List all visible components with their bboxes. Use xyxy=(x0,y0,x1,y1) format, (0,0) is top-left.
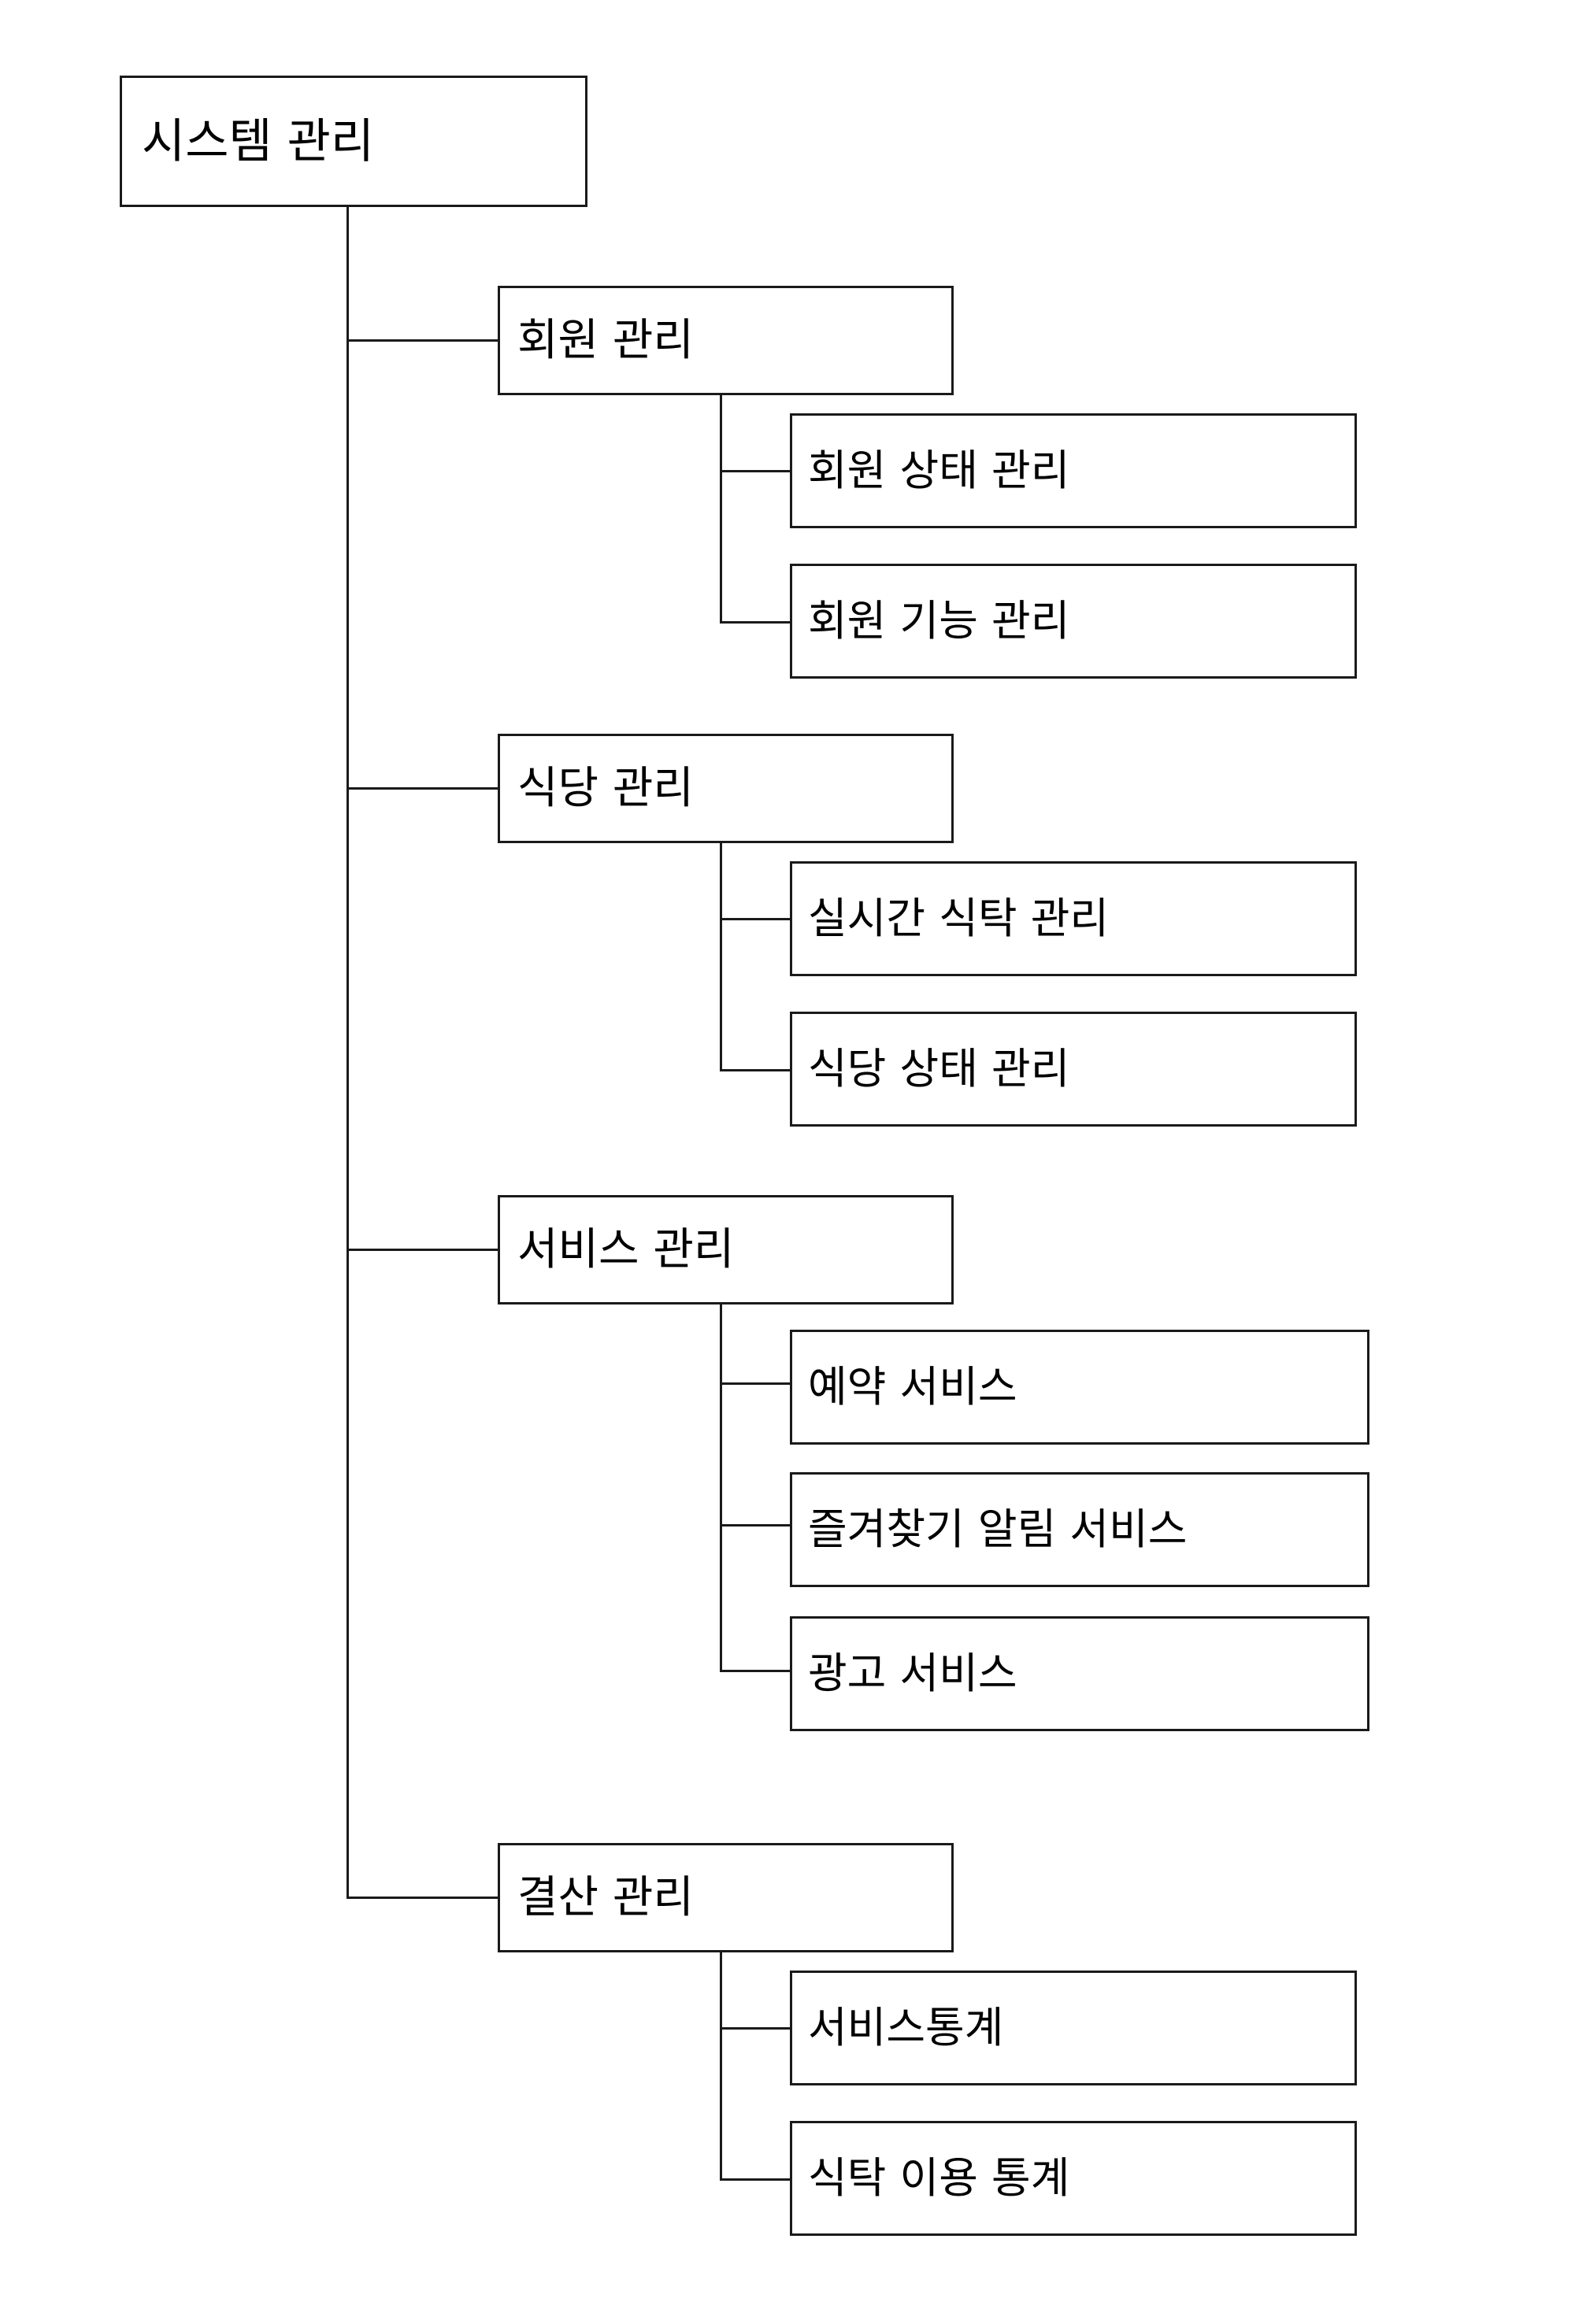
trunk-main-vertical xyxy=(346,206,349,1899)
connector-service-to-child3 xyxy=(720,1670,792,1672)
connector-root-to-branch3 xyxy=(346,1249,499,1251)
node-label: 서비스 관리 xyxy=(517,1223,735,1275)
connector-root-to-branch1 xyxy=(346,339,499,342)
node-leaf-member-feature-management[interactable]: 회원 기능 관리 xyxy=(790,564,1357,679)
node-label: 식당 상태 관리 xyxy=(808,1044,1070,1094)
node-label: 회원 관리 xyxy=(517,314,694,366)
node-branch-settlement-management[interactable]: 결산 관리 xyxy=(498,1843,954,1952)
connector-root-to-branch4 xyxy=(346,1897,499,1899)
subtrunk-restaurant xyxy=(720,842,722,1071)
connector-settlement-to-child2 xyxy=(720,2178,792,2181)
connector-restaurant-to-child1 xyxy=(720,918,792,920)
node-leaf-favorites-notification-service[interactable]: 즐겨찾기 알림 서비스 xyxy=(790,1472,1369,1587)
connector-settlement-to-child1 xyxy=(720,2027,792,2030)
subtrunk-settlement xyxy=(720,1951,722,2180)
node-leaf-restaurant-status-management[interactable]: 식당 상태 관리 xyxy=(790,1012,1357,1127)
node-label: 시스템 관리 xyxy=(142,113,375,169)
connector-member-to-child1 xyxy=(720,470,792,472)
connector-member-to-child2 xyxy=(720,621,792,624)
node-label: 예약 서비스 xyxy=(808,1362,1017,1412)
node-label: 즐겨찾기 알림 서비스 xyxy=(808,1504,1188,1554)
node-branch-service-management[interactable]: 서비스 관리 xyxy=(498,1195,954,1304)
node-label: 실시간 식탁 관리 xyxy=(808,894,1110,943)
subtrunk-service xyxy=(720,1303,722,1672)
node-leaf-realtime-table-management[interactable]: 실시간 식탁 관리 xyxy=(790,861,1357,976)
node-leaf-reservation-service[interactable]: 예약 서비스 xyxy=(790,1330,1369,1445)
node-label: 식당 관리 xyxy=(517,762,694,814)
node-leaf-table-usage-statistics[interactable]: 식탁 이용 통계 xyxy=(790,2121,1357,2236)
node-root-system-management[interactable]: 시스템 관리 xyxy=(120,76,587,207)
node-branch-member-management[interactable]: 회원 관리 xyxy=(498,286,954,395)
node-leaf-advertisement-service[interactable]: 광고 서비스 xyxy=(790,1616,1369,1731)
connector-restaurant-to-child2 xyxy=(720,1069,792,1071)
subtrunk-member xyxy=(720,394,722,623)
connector-root-to-branch2 xyxy=(346,787,499,790)
node-label: 회원 기능 관리 xyxy=(808,596,1070,646)
connector-service-to-child1 xyxy=(720,1382,792,1385)
node-label: 결산 관리 xyxy=(517,1871,694,1923)
node-label: 회원 상태 관리 xyxy=(808,446,1070,495)
node-label: 식탁 이용 통계 xyxy=(808,2153,1070,2203)
node-leaf-service-statistics[interactable]: 서비스통계 xyxy=(790,1971,1357,2085)
node-leaf-member-status-management[interactable]: 회원 상태 관리 xyxy=(790,413,1357,528)
connector-service-to-child2 xyxy=(720,1524,792,1527)
node-branch-restaurant-management[interactable]: 식당 관리 xyxy=(498,734,954,843)
node-label: 광고 서비스 xyxy=(808,1649,1017,1698)
node-label: 서비스통계 xyxy=(808,2003,1004,2052)
